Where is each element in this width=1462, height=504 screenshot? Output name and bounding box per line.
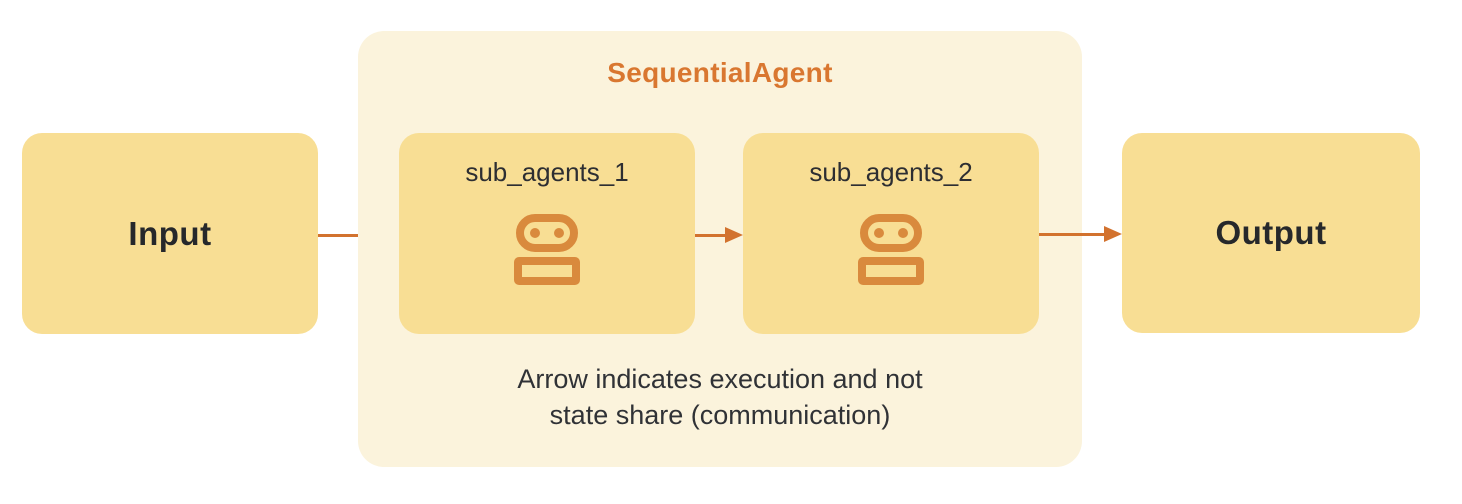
arrow-line bbox=[1039, 232, 1104, 236]
arrow-sub1-to-sub2-icon bbox=[695, 227, 743, 243]
robot-head-icon bbox=[516, 214, 578, 252]
arrow-head-icon bbox=[725, 227, 743, 243]
execution-note-line1: Arrow indicates execution and not bbox=[517, 364, 923, 394]
arrow-line bbox=[318, 233, 381, 237]
input-node: Input bbox=[22, 133, 318, 334]
robot-head-icon bbox=[860, 214, 922, 252]
input-node-label: Input bbox=[128, 214, 212, 252]
sub-agent-2-node: sub_agents_2 bbox=[743, 133, 1039, 334]
robot-icon bbox=[858, 214, 924, 285]
container-title: SequentialAgent bbox=[607, 57, 833, 88]
robot-icon bbox=[514, 214, 580, 285]
sub-agent-1-node: sub_agents_1 bbox=[399, 133, 695, 334]
sub-agent-1-label: sub_agents_1 bbox=[465, 157, 629, 187]
arrow-line bbox=[695, 233, 725, 237]
robot-eye-icon bbox=[898, 228, 908, 238]
robot-eye-icon bbox=[554, 228, 564, 238]
robot-eye-icon bbox=[530, 228, 540, 238]
execution-note-line2: state share (communication) bbox=[549, 399, 891, 430]
robot-eye-icon bbox=[874, 228, 884, 238]
output-node: Output bbox=[1122, 133, 1420, 333]
arrow-head-icon bbox=[1104, 226, 1122, 242]
sub-agent-2-label: sub_agents_2 bbox=[809, 157, 973, 187]
arrow-sub2-to-output-icon bbox=[1039, 226, 1122, 242]
robot-body-icon bbox=[858, 257, 924, 285]
output-node-label: Output bbox=[1215, 214, 1327, 251]
robot-body-icon bbox=[514, 257, 580, 285]
sequential-agent-container: SequentialAgent sub_agents_1 sub_agents_… bbox=[358, 31, 1082, 467]
execution-note: Arrow indicates execution and not state … bbox=[358, 362, 1082, 434]
